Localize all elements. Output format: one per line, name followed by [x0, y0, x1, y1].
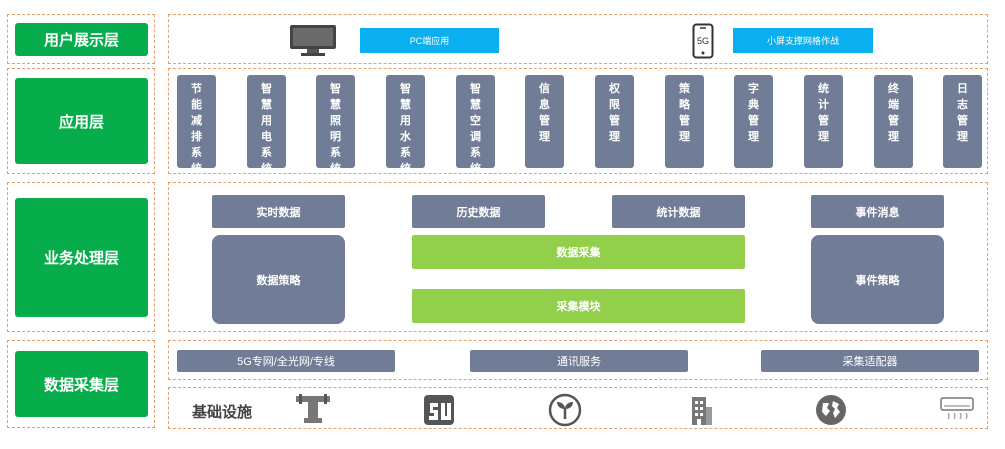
app-module-label: 权限管理 [609, 83, 620, 143]
5g-phone-icon: 5G [692, 23, 714, 64]
realtime-data-block: 实时数据 [212, 195, 345, 228]
app-module-5: 智慧空调系统 [456, 75, 495, 175]
event-message-block: 事件消息 [811, 195, 944, 228]
pipe-icon [294, 393, 332, 430]
presentation-content-frame [168, 14, 988, 64]
presentation-layer-label: 用户展示层 [15, 23, 148, 56]
su-logo-icon [424, 395, 454, 430]
app-module-label: 智慧用电系统 [261, 83, 272, 175]
app-module-label: 信息管理 [539, 83, 550, 143]
app-module-2: 智慧用电系统 [247, 75, 286, 175]
app-module-9: 字典管理 [734, 75, 773, 168]
app-module-10: 统计管理 [804, 75, 843, 168]
air-conditioner-icon [940, 397, 974, 428]
application-layer-frame [7, 68, 155, 174]
business-layer-label: 业务处理层 [15, 198, 148, 317]
event-strategy-block: 事件策略 [811, 235, 944, 324]
app-module-4: 智慧用水系统 [386, 75, 425, 175]
business-layer-frame [7, 182, 155, 332]
adapter-block: 采集适配器 [761, 350, 979, 372]
app-module-1: 节能减排系统 [177, 75, 216, 175]
app-module-label: 字典管理 [748, 83, 759, 143]
stats-data-block: 统计数据 [612, 195, 745, 228]
app-module-7: 权限管理 [595, 75, 634, 168]
app-module-6: 信息管理 [525, 75, 564, 168]
app-module-label: 节能减排系统 [191, 83, 202, 175]
app-module-3: 智慧照明系统 [316, 75, 355, 175]
app-module-label: 智慧照明系统 [330, 83, 341, 175]
app-module-label: 智慧空调系统 [470, 83, 481, 175]
presentation-layer-frame [7, 14, 155, 64]
data-strategy-block: 数据策略 [212, 235, 345, 324]
application-content-frame [168, 68, 988, 174]
infra-frame [168, 387, 988, 429]
app-module-label: 策略管理 [679, 83, 690, 143]
collect-module-block: 采集模块 [412, 289, 745, 323]
app-module-label: 日志管理 [957, 83, 968, 143]
infra-label: 基础设施 [192, 404, 253, 421]
collection-network-frame [168, 340, 988, 380]
business-content-frame [168, 182, 988, 332]
monitor-icon [289, 24, 337, 61]
comm-service-block: 通讯服务 [470, 350, 688, 372]
building-icon [688, 395, 714, 430]
collection-layer-label: 数据采集层 [15, 351, 148, 417]
application-layer-label: 应用层 [15, 78, 148, 164]
history-data-block: 历史数据 [412, 195, 545, 228]
collection-layer-frame [7, 340, 155, 428]
app-module-label: 终端管理 [888, 83, 899, 143]
app-module-11: 终端管理 [874, 75, 913, 168]
data-collect-block: 数据采集 [412, 235, 745, 269]
app-module-label: 智慧用水系统 [400, 83, 411, 175]
app-module-8: 策略管理 [665, 75, 704, 168]
app-module-12: 日志管理 [943, 75, 982, 168]
pc-app-block: PC端应用 [360, 28, 499, 53]
globe-icon [815, 394, 847, 431]
svg-text:5G: 5G [697, 36, 709, 46]
plant-icon [548, 393, 582, 432]
app-module-label: 统计管理 [818, 83, 829, 143]
mobile-grid-app-block: 小屏支撑网格作战 [733, 28, 873, 53]
network-block: 5G专网/全光网/专线 [177, 350, 395, 372]
